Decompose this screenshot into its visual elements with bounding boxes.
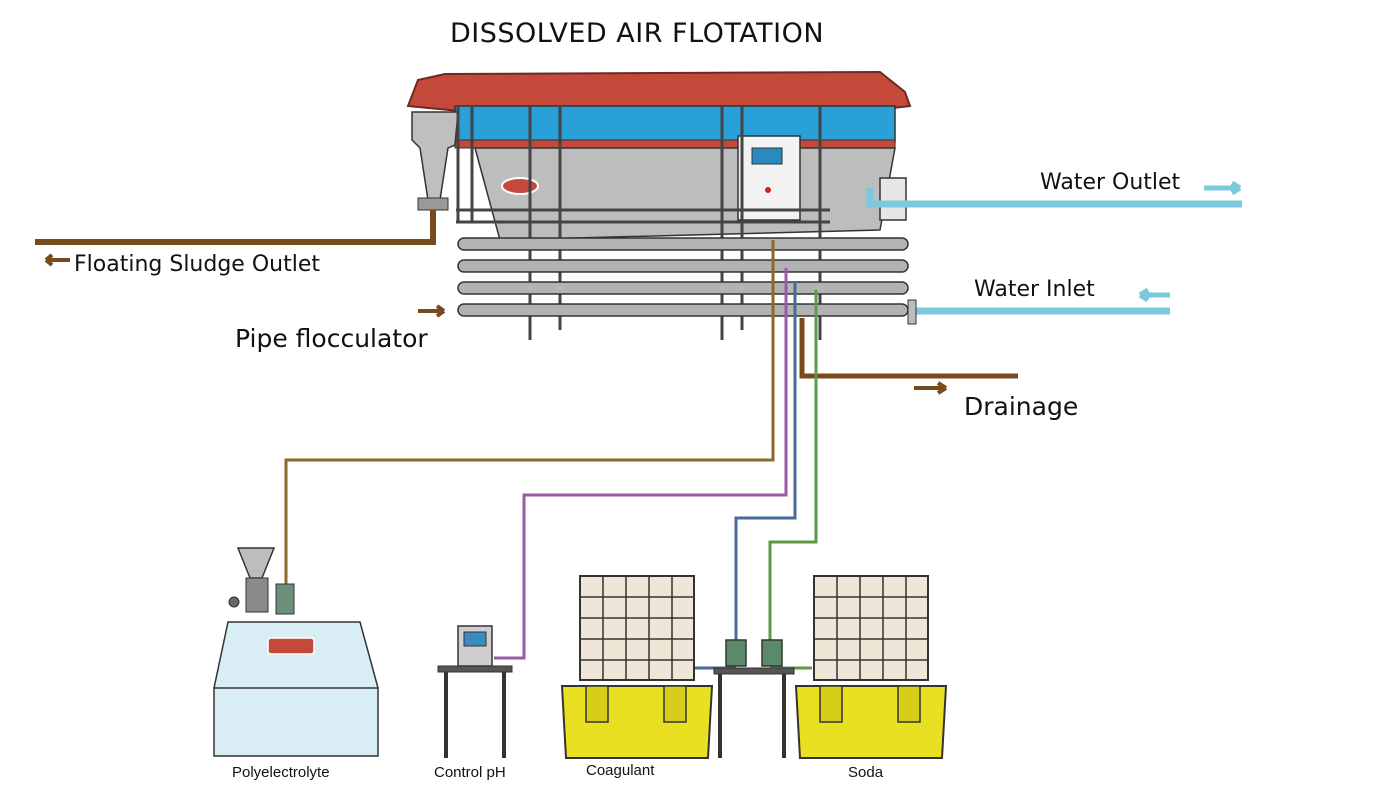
daf-logo-badge bbox=[501, 177, 539, 195]
drainage-pipe bbox=[799, 318, 1018, 379]
water-inlet-label: Water Inlet bbox=[974, 277, 1095, 302]
floating-sludge-pipe bbox=[35, 210, 436, 245]
water-outlet-arrow-icon bbox=[1204, 180, 1242, 196]
sludge-arrow-icon bbox=[44, 253, 70, 267]
coagulant-pump bbox=[725, 639, 747, 667]
daf-blue-band bbox=[454, 105, 896, 143]
coagulant-dosing-line bbox=[734, 282, 797, 640]
floating-sludge-outlet-label: Floating Sludge Outlet bbox=[74, 252, 320, 277]
control-ph-label: Control pH bbox=[434, 764, 506, 781]
polyelectrolyte-logo bbox=[267, 637, 315, 655]
diagram-title: DISSOLVED AIR FLOTATION bbox=[450, 18, 825, 49]
drainage-label: Drainage bbox=[964, 392, 1079, 421]
soda-dosing-line bbox=[768, 290, 818, 640]
water-outlet-label: Water Outlet bbox=[1040, 170, 1181, 195]
polyelectrolyte-label: Polyelectrolyte bbox=[232, 764, 330, 781]
daf-unit bbox=[406, 70, 912, 340]
water-outlet-pipe bbox=[866, 188, 1242, 208]
soda-ibc bbox=[794, 575, 948, 759]
drainage-arrow-icon bbox=[914, 381, 948, 395]
dosing-pumps-station bbox=[713, 639, 795, 758]
soda-pump bbox=[761, 639, 783, 667]
ph-controller-station bbox=[437, 625, 513, 758]
sludge-hopper bbox=[411, 111, 459, 201]
soda-label: Soda bbox=[848, 764, 884, 781]
ph-control-line bbox=[494, 268, 788, 660]
coagulant-ibc bbox=[560, 575, 714, 759]
pipe-flocculator-bundle bbox=[457, 237, 909, 317]
polyelectrolyte-tank bbox=[213, 547, 379, 757]
water-inlet-arrow-icon bbox=[1138, 287, 1170, 303]
control-panel-screen bbox=[751, 147, 783, 165]
pipe-flocculator-label: Pipe flocculator bbox=[235, 324, 428, 353]
daf-body bbox=[474, 147, 896, 241]
flocculator-arrow-icon bbox=[418, 304, 446, 318]
polyelectrolyte-dosing-line bbox=[284, 240, 775, 600]
coagulant-label: Coagulant bbox=[586, 762, 655, 779]
